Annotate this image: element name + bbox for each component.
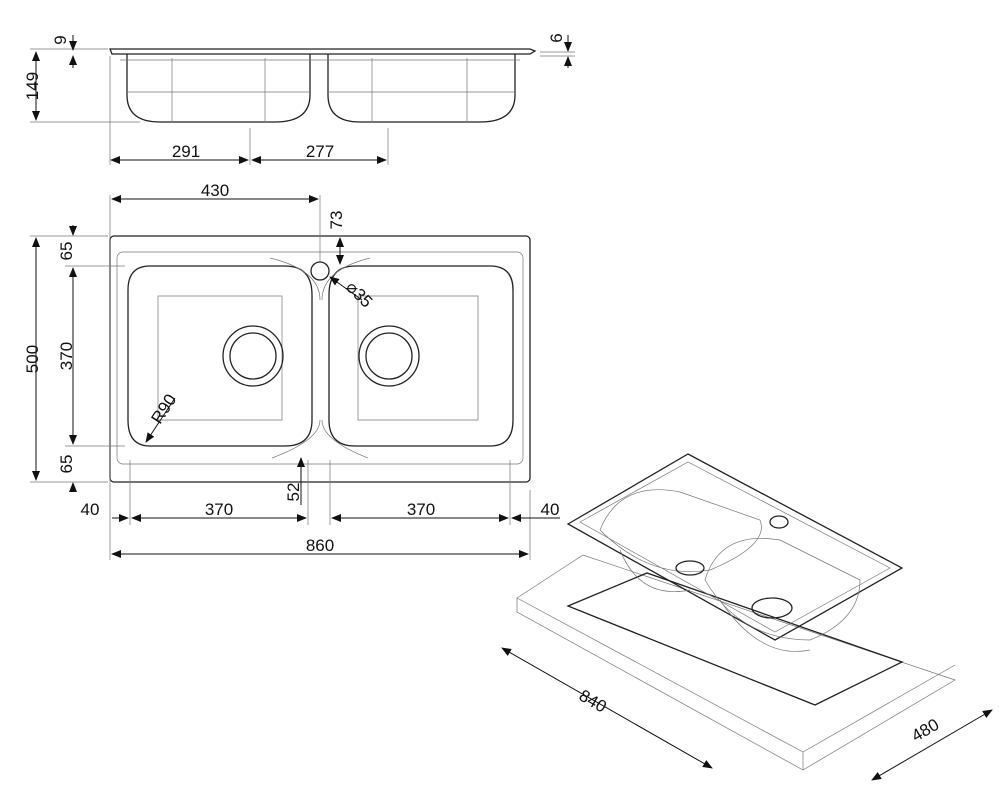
- isometric-view: 840 480: [501, 453, 993, 781]
- cutout-depth-label: 480: [908, 715, 942, 746]
- bowl-right-label: 370: [407, 500, 435, 519]
- tap-depth-label: 73: [327, 211, 346, 230]
- top-view: 430 73 ⌀35 500 65 370 65 R90 52 40 370 3…: [23, 181, 560, 560]
- total-depth-label: 500: [23, 345, 42, 373]
- bowl-right-width-label: 277: [306, 142, 334, 161]
- front-margin-bottom-label: 65: [57, 455, 76, 474]
- bowl-left-width-label: 291: [172, 142, 200, 161]
- side-height-label: 149: [23, 72, 42, 100]
- radius-label: R90: [147, 391, 180, 428]
- side-view: 149 9 6 291 277: [23, 33, 575, 165]
- drain-offset-label: 52: [284, 483, 303, 502]
- cutout-width-label: 840: [576, 686, 610, 717]
- bowl-left-label: 370: [205, 500, 233, 519]
- tap-offset-label: 430: [201, 181, 229, 200]
- bowl-depth-label: 370: [57, 342, 76, 370]
- total-width-label: 860: [306, 536, 334, 555]
- tap-hole-label: ⌀35: [342, 277, 376, 311]
- front-margin-top-label: 65: [57, 242, 76, 261]
- lip-left-label: 9: [51, 35, 70, 44]
- margin-right-label: 40: [541, 500, 560, 519]
- lip-right-label: 6: [547, 33, 566, 42]
- margin-left-label: 40: [81, 500, 100, 519]
